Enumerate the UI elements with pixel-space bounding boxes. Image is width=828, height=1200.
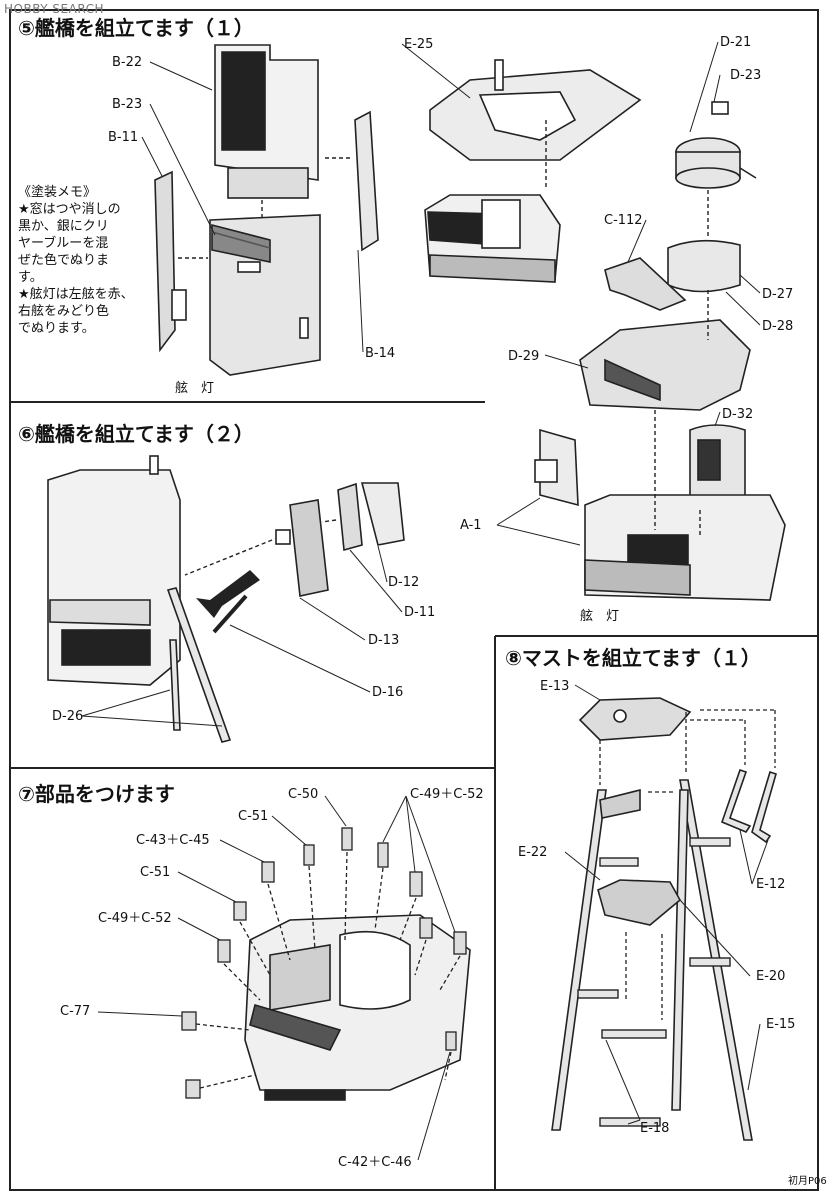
part-label-c77: C-77 [60,1004,91,1019]
memo-line: 黒か、銀にクリ [18,219,109,234]
s7-arrows [195,851,461,1089]
part-label-c49-c52-a: C-49＋C-52 [410,787,484,802]
section-5-title: ⑤艦橋を組立てます（１） [18,16,254,40]
memo-line: ★窓はつや消しの [18,202,121,217]
part-label-d12: D-12 [388,575,420,590]
part-label-d13: D-13 [368,633,400,648]
part-label-c42-c46: C-42＋C-46 [338,1155,412,1170]
s8-yards-e12 [720,768,777,844]
s5-assembly-arrows [545,120,709,535]
part-label-d32: D-32 [722,407,754,422]
s6-arrows [184,519,337,576]
s6-mast-d26 [166,587,232,743]
s6-arrow-big [196,570,260,634]
part-label-c51-a: C-51 [238,809,269,824]
s5-deck-d29 [579,319,751,411]
part-label-c50: C-50 [288,787,319,802]
s6-parts-d11-d12 [337,482,405,552]
leader-lines [81,41,769,1161]
s5-bridge-upper-part [214,44,319,199]
s5-ring-d27 [667,239,741,293]
part-label-d11: D-11 [404,605,436,620]
s6-searchlight-d13 [275,499,329,597]
s6-bridge-assembly [47,455,181,686]
memo-line: 右舷をみどり色 [18,304,110,319]
part-label-side-light-1: 舷 灯 [175,381,215,396]
part-label-e20: E-20 [756,969,786,984]
memo-line: ★舷灯は左舷を赤、 [18,287,134,302]
part-label-b11: B-11 [108,130,139,145]
s5-side-panel-b11 [154,170,187,353]
section-7-title: ⑦部品をつけます [18,782,175,806]
part-label-e22: E-22 [518,845,548,860]
page-footer: 初月P06 [788,1176,827,1187]
part-label-c49-c52-b: C-49＋C-52 [98,911,172,926]
s8-arrows [599,709,776,1020]
part-label-d16: D-16 [372,685,404,700]
part-label-d26: D-26 [52,709,84,724]
watermark-text: HOBBY SEARCH [4,2,104,16]
part-label-a1: A-1 [460,518,482,533]
part-label-e12: E-12 [756,877,786,892]
part-label-d27: D-27 [762,287,794,302]
s5-bracket-c112 [604,257,687,311]
section-8-title: ⑧マストを組立てます（１） [505,646,761,670]
s8-crossbars [577,837,731,1127]
s6-panel-a1 [534,428,579,507]
part-label-side-light-2: 舷 灯 [580,609,620,624]
s6-drum-d32 [689,424,746,506]
memo-line: でぬります。 [18,321,95,336]
panel-borders [9,9,819,1191]
part-label-b14: B-14 [365,346,396,361]
s5-bridge-base [424,194,561,283]
part-label-e15: E-15 [766,1017,796,1032]
part-label-d23: D-23 [730,68,762,83]
s5-bridge-lower-part [209,214,321,376]
s5-deck-e25 [429,59,642,161]
s8-platform-e20 [597,879,682,926]
part-label-e25: E-25 [404,37,434,52]
part-label-d28: D-28 [762,319,794,334]
section-6-title: ⑥艦橋を組立てます（２） [18,422,254,446]
part-label-e18: E-18 [640,1121,670,1136]
part-label-c51-b: C-51 [140,865,171,880]
s5-turret-d21 [675,101,757,189]
part-label-b22: B-22 [112,55,143,70]
part-label-c43-c45: C-43＋C-45 [136,833,210,848]
s6-bridge-assembly-right [584,494,786,601]
memo-line: ヤーブルーを混 [18,236,109,251]
part-label-c112: C-112 [604,213,643,228]
part-label-e13: E-13 [540,679,570,694]
s7-small-parts [181,827,467,1099]
part-label-b23: B-23 [112,97,143,112]
memo-line: す。 [18,270,43,285]
memo-line: ぜた色でぬりま [18,253,110,268]
s8-platform-e13 [578,697,692,741]
part-label-d29: D-29 [508,349,540,364]
s7-bridge-with-parts [244,914,471,1101]
s5-arrows [178,157,350,259]
s5-rear-panel-b14 [354,110,379,252]
memo-heading: 《塗装メモ》 [18,185,97,200]
painting-memo: 《塗装メモ》 ★窓はつや消しの 黒か、銀にクリ ヤーブルーを混 ぜた色でぬりま … [18,184,178,337]
part-label-d21: D-21 [720,35,752,50]
